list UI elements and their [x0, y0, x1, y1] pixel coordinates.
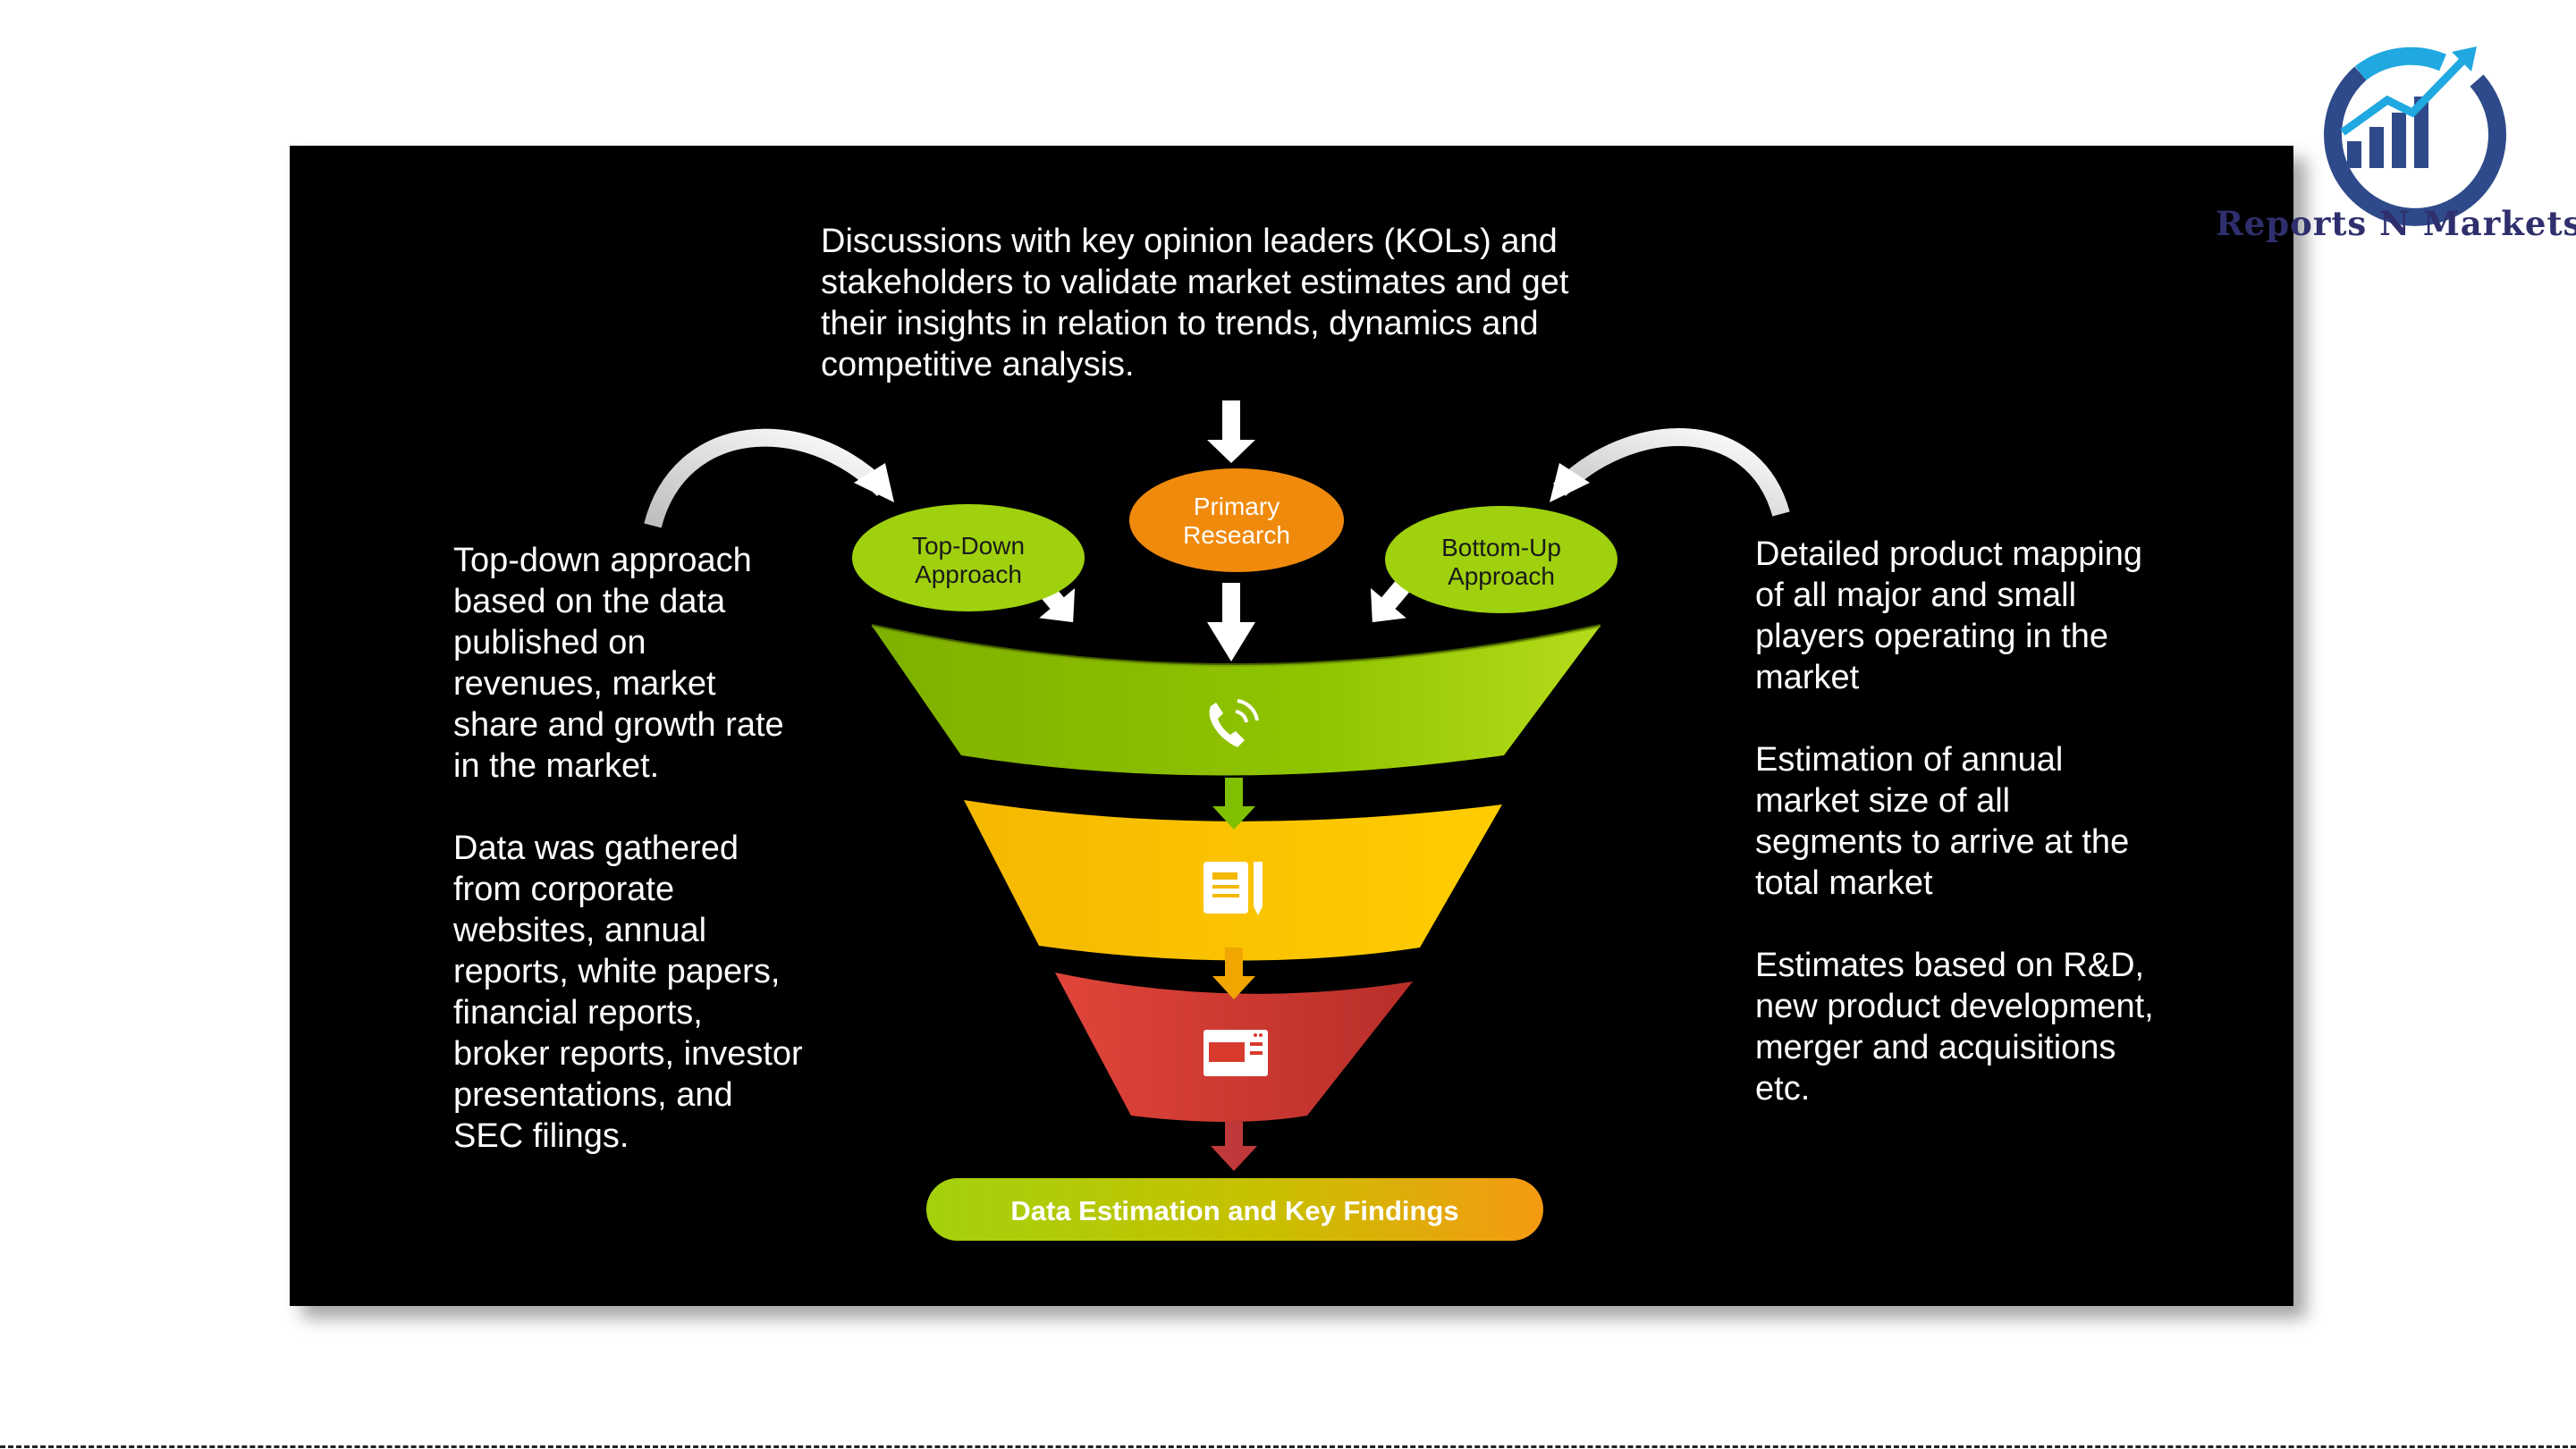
top-down-description: Top-down approach based on the data publ… [453, 542, 803, 1155]
node-bottom-up-line2: Approach [1448, 562, 1555, 590]
node-top-down-line2: Approach [915, 560, 1022, 588]
curved-arrow-left [644, 428, 894, 528]
node-primary-line1: Primary [1194, 493, 1280, 520]
bottom-up-description: Detailed product mapping of all major an… [1755, 535, 2154, 1108]
node-bottom-up: Bottom-Up Approach [1385, 506, 1617, 613]
result-bar: Data Estimation and Key Findings [926, 1178, 1543, 1241]
result-label: Data Estimation and Key Findings [1010, 1195, 1458, 1226]
node-bottom-up-line1: Bottom-Up [1441, 534, 1561, 561]
logo-circle-icon [2324, 46, 2506, 226]
funnel-layer-green [871, 624, 1601, 776]
node-primary-line2: Research [1183, 521, 1290, 549]
logo-text: Reports N Markets [2216, 204, 2576, 243]
primary-research-description: Discussions with key opinion leaders (KO… [821, 223, 1569, 383]
arrow-down-red [1211, 1122, 1257, 1171]
arrow-from-primary [1207, 583, 1255, 661]
arrow-down-yellow [1212, 948, 1255, 999]
browser-window-icon [1204, 1030, 1268, 1076]
curved-arrow-right [1550, 428, 1790, 517]
notebook-icon [1204, 862, 1263, 915]
node-top-down-line1: Top-Down [912, 532, 1025, 560]
arrow-down-top [1207, 400, 1255, 463]
footer-divider [0, 1445, 2576, 1448]
node-top-down: Top-Down Approach [852, 504, 1085, 611]
arrow-down-green [1212, 778, 1255, 830]
brand-logo [2324, 46, 2506, 226]
node-primary-research: Primary Research [1129, 468, 1344, 572]
phone-icon [1209, 699, 1259, 747]
